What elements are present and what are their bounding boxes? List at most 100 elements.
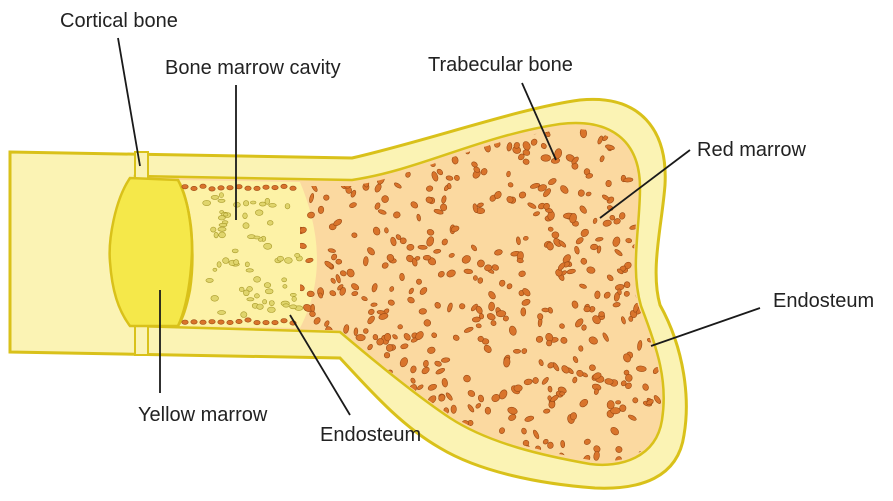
fat-globule: [269, 203, 277, 207]
trabecula-dot: [314, 382, 321, 389]
fat-globule: [243, 290, 249, 296]
trabecula-dot: [329, 132, 337, 141]
label-endosteum-right: Endosteum: [773, 291, 874, 311]
fat-globule: [292, 297, 297, 302]
trabecula-dot: [521, 308, 526, 316]
fat-globule: [218, 227, 226, 231]
fat-globule: [206, 278, 213, 282]
fat-globule: [232, 249, 238, 253]
trabecula-dot: [426, 449, 435, 458]
trabecula-dot: [560, 440, 565, 448]
label-bone-marrow-cavity: Bone marrow cavity: [165, 58, 341, 78]
fat-globule: [254, 277, 261, 283]
trabecula-dot: [209, 320, 215, 324]
trabecula-dot: [336, 259, 342, 265]
trabecula-dot: [424, 123, 435, 133]
trabecula-dot: [418, 245, 428, 250]
label-endosteum-bottom: Endosteum: [320, 425, 421, 445]
trabecula-dot: [407, 448, 415, 457]
trabecula-dot: [354, 328, 358, 336]
trabecula-dot: [336, 448, 343, 455]
label-red-marrow: Red marrow: [697, 140, 806, 160]
fat-globule: [243, 213, 248, 219]
trabecula-dot: [667, 122, 672, 128]
fat-globule: [211, 295, 219, 301]
trabecula-dot: [533, 377, 539, 383]
trabecula-dot: [227, 186, 233, 190]
fat-globule: [283, 285, 287, 289]
trabecula-dot: [281, 319, 287, 323]
trabecula-dot: [578, 345, 583, 351]
fat-globule: [214, 232, 218, 238]
trabecula-dot: [419, 308, 427, 314]
trabecula-dot: [272, 320, 278, 324]
trabecula-dot: [610, 407, 620, 414]
trabecula-dot: [321, 463, 328, 470]
trabecula-dot: [263, 320, 269, 324]
fat-globule: [254, 236, 260, 239]
fat-globule: [285, 258, 293, 264]
trabecula-dot: [398, 453, 403, 460]
trabecula-dot: [396, 460, 404, 469]
trabecula-dot: [381, 118, 390, 126]
trabecula-dot: [218, 186, 224, 190]
trabecula-dot: [363, 416, 372, 421]
fat-globule: [243, 201, 248, 206]
trabecula-dot: [427, 463, 436, 469]
trabecula-dot: [599, 312, 605, 317]
trabecula-dot: [307, 126, 317, 136]
fat-globule: [213, 268, 217, 271]
trabecula-dot: [496, 310, 506, 317]
trabecula-dot: [560, 392, 565, 396]
trabecula-dot: [236, 319, 242, 323]
trabecula-dot: [548, 227, 554, 232]
trabecula-dot: [384, 352, 390, 358]
trabecula-dot: [661, 265, 672, 274]
trabecula-dot: [359, 132, 371, 142]
fat-globule: [290, 305, 297, 309]
trabecula-dot: [663, 275, 670, 285]
fat-globule: [218, 311, 226, 315]
trabecula-dot: [661, 120, 669, 127]
trabecula-dot: [356, 334, 365, 340]
fat-globule: [243, 223, 249, 229]
trabecula-dot: [254, 186, 260, 190]
trabecula-dot: [665, 193, 673, 200]
trabecula-dot: [384, 333, 391, 341]
fat-globule: [211, 227, 216, 232]
leader-cortical-bone: [118, 38, 140, 166]
fat-globule: [267, 221, 273, 226]
trabecula-dot: [334, 121, 342, 129]
fat-globule: [219, 223, 227, 226]
trabecula-dot: [191, 320, 197, 324]
yellow-marrow-disc: [110, 178, 192, 326]
trabecula-dot: [348, 379, 355, 386]
trabecula-dot: [406, 458, 414, 466]
trabecula-dot: [488, 302, 495, 311]
trabecula-dot: [653, 118, 662, 127]
trabecula-dot: [345, 370, 350, 380]
fat-globule: [290, 293, 296, 296]
fat-globule: [219, 232, 226, 238]
trabecula-dot: [328, 141, 334, 146]
trabecula-dot: [472, 317, 481, 323]
trabecula-dot: [362, 135, 372, 142]
trabecula-dot: [331, 448, 338, 455]
trabecula-dot: [399, 273, 404, 281]
trabecula-dot: [384, 227, 389, 233]
trabecula-dot: [513, 349, 520, 353]
trabecula-dot: [364, 410, 371, 417]
trabecula-dot: [661, 262, 668, 272]
fat-globule: [246, 269, 253, 272]
fat-globule: [203, 200, 211, 205]
trabecula-dot: [418, 125, 426, 133]
trabecula-dot: [615, 400, 620, 404]
trabecula-dot: [363, 256, 369, 266]
trabecula-dot: [245, 318, 251, 322]
trabecula-dot: [547, 442, 553, 449]
trabecula-dot: [281, 184, 287, 188]
fat-globule: [234, 260, 239, 265]
trabecula-dot: [409, 458, 416, 466]
trabecula-dot: [315, 384, 320, 392]
